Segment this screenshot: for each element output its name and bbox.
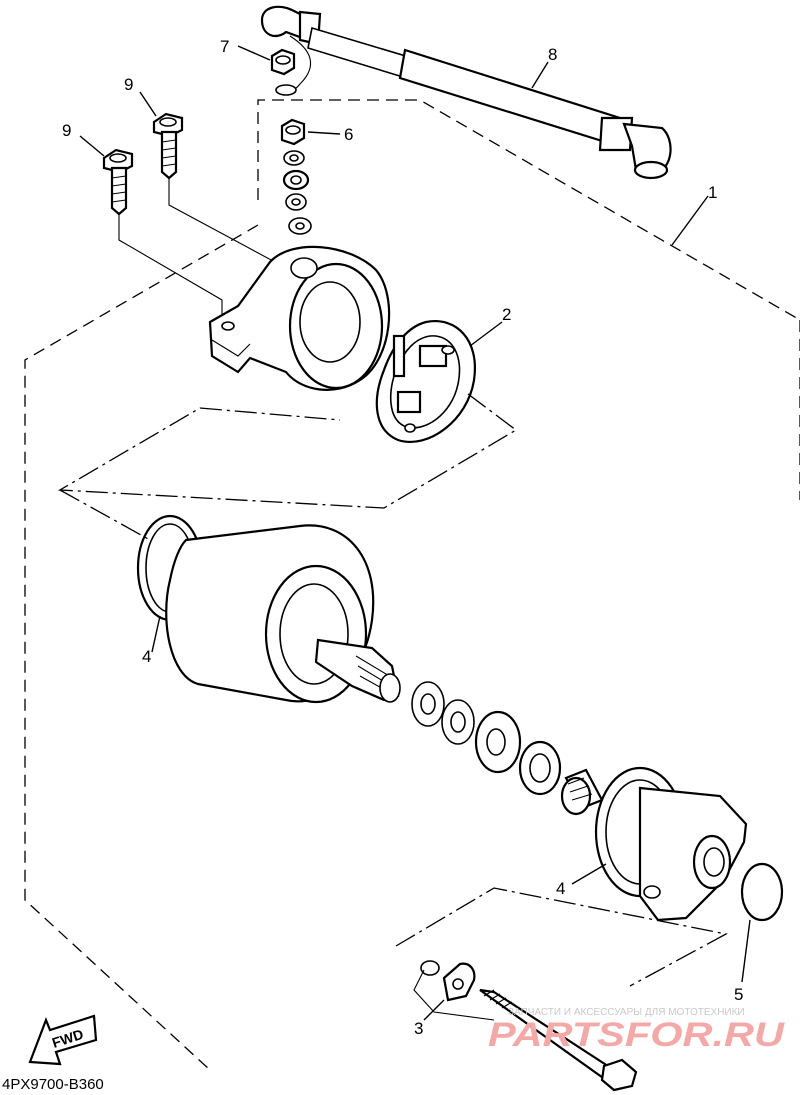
fwd-arrow: FWD [28, 1014, 98, 1066]
callout-7: 7 [220, 37, 229, 56]
watermark-tagline: ЗАПЧАСТИ И АКСЕССУАРЫ ДЛЯ МОТОТЕХНИКИ [508, 1007, 745, 1018]
armature-4 [136, 514, 401, 704]
bolt-9-axis-left [118, 214, 223, 326]
leader-7 [237, 45, 271, 61]
washers-and-bearings [411, 681, 604, 816]
leader-1 [671, 195, 709, 246]
leader-5 [741, 919, 751, 983]
brush-holder-frame [57, 393, 518, 509]
o-ring-5 [740, 862, 784, 922]
callout-8: 8 [548, 45, 557, 64]
armature-frame [59, 489, 151, 541]
bolt-9-right [152, 112, 184, 180]
hose-assembly [260, 5, 672, 180]
leader-3 [423, 999, 445, 1021]
watermark-brand: PARTSFOR.RU [488, 1016, 786, 1054]
bolt-9-axis-right [168, 178, 287, 269]
assembly-boundary [24, 99, 800, 1071]
callout-2: 2 [502, 305, 511, 324]
plate-frame [413, 969, 495, 1021]
long-bolt [479, 988, 638, 1092]
callout-4a: 4 [142, 647, 151, 666]
leader-4b [571, 863, 607, 885]
leader-6 [307, 131, 341, 135]
starter-yoke-cover [208, 245, 391, 391]
plate-and-washer-3 [420, 960, 476, 1002]
callout-5: 5 [734, 985, 743, 1004]
watermark: ЗАПЧАСТИ И АКСЕССУАРЫ ДЛЯ МОТОТЕХНИКИ PA… [488, 1007, 786, 1054]
front-cover-4 [594, 766, 748, 922]
bolt-9-left [102, 148, 134, 216]
callout-9b: 9 [124, 75, 133, 94]
leader-8 [531, 61, 549, 89]
leader-9b [139, 91, 157, 117]
nut-7 [270, 48, 296, 76]
leader-4a [151, 615, 161, 653]
callout-9a: 9 [62, 121, 71, 140]
nut-6-washers [280, 118, 312, 235]
lower-frame [395, 887, 728, 987]
callout-3: 3 [414, 1019, 423, 1038]
callout-1: 1 [708, 183, 717, 202]
callout-6: 6 [344, 125, 353, 144]
leader-9a [79, 135, 105, 157]
brush-holder-2 [375, 319, 477, 443]
callout-4b: 4 [556, 879, 565, 898]
leader-2 [469, 321, 503, 347]
drawing-code: 4PX9700-B360 [2, 1076, 104, 1093]
